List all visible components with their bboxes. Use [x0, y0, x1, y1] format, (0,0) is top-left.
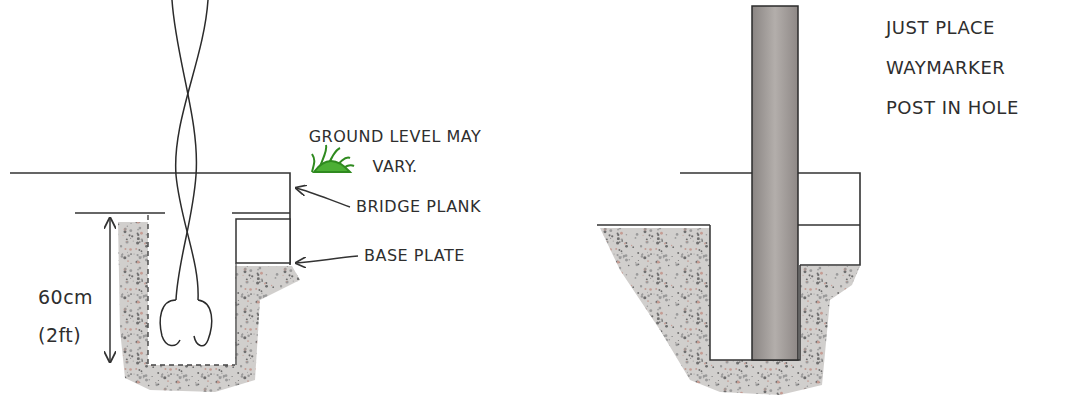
spade-handle [176, 0, 208, 300]
spade-blade [160, 300, 211, 346]
hole-outline [148, 215, 235, 365]
plank-lines [798, 224, 860, 226]
cut-level-line [75, 212, 165, 214]
waymarker-post [752, 6, 798, 360]
ground-note: GROUND LEVEL MAY VARY. [290, 122, 500, 182]
grass-tuft [312, 145, 354, 172]
leader-arrow [296, 188, 350, 207]
dimension-arrow [109, 218, 111, 362]
bridge-plank-edge [232, 212, 290, 214]
base-plate-side [235, 263, 236, 365]
cut-level-line [597, 224, 710, 226]
part-label: BRIDGE PLANK [356, 196, 556, 218]
soil-right [600, 228, 860, 395]
ground-line [10, 173, 290, 265]
instruction-note: JUST PLACE WAYMARKER POST IN HOLE [886, 8, 1036, 128]
part-label: BASE PLATE [364, 245, 564, 267]
dimension-label: 60cm (2ft) [38, 278, 102, 354]
leader-arrow [296, 256, 358, 263]
base-plate [236, 219, 290, 263]
